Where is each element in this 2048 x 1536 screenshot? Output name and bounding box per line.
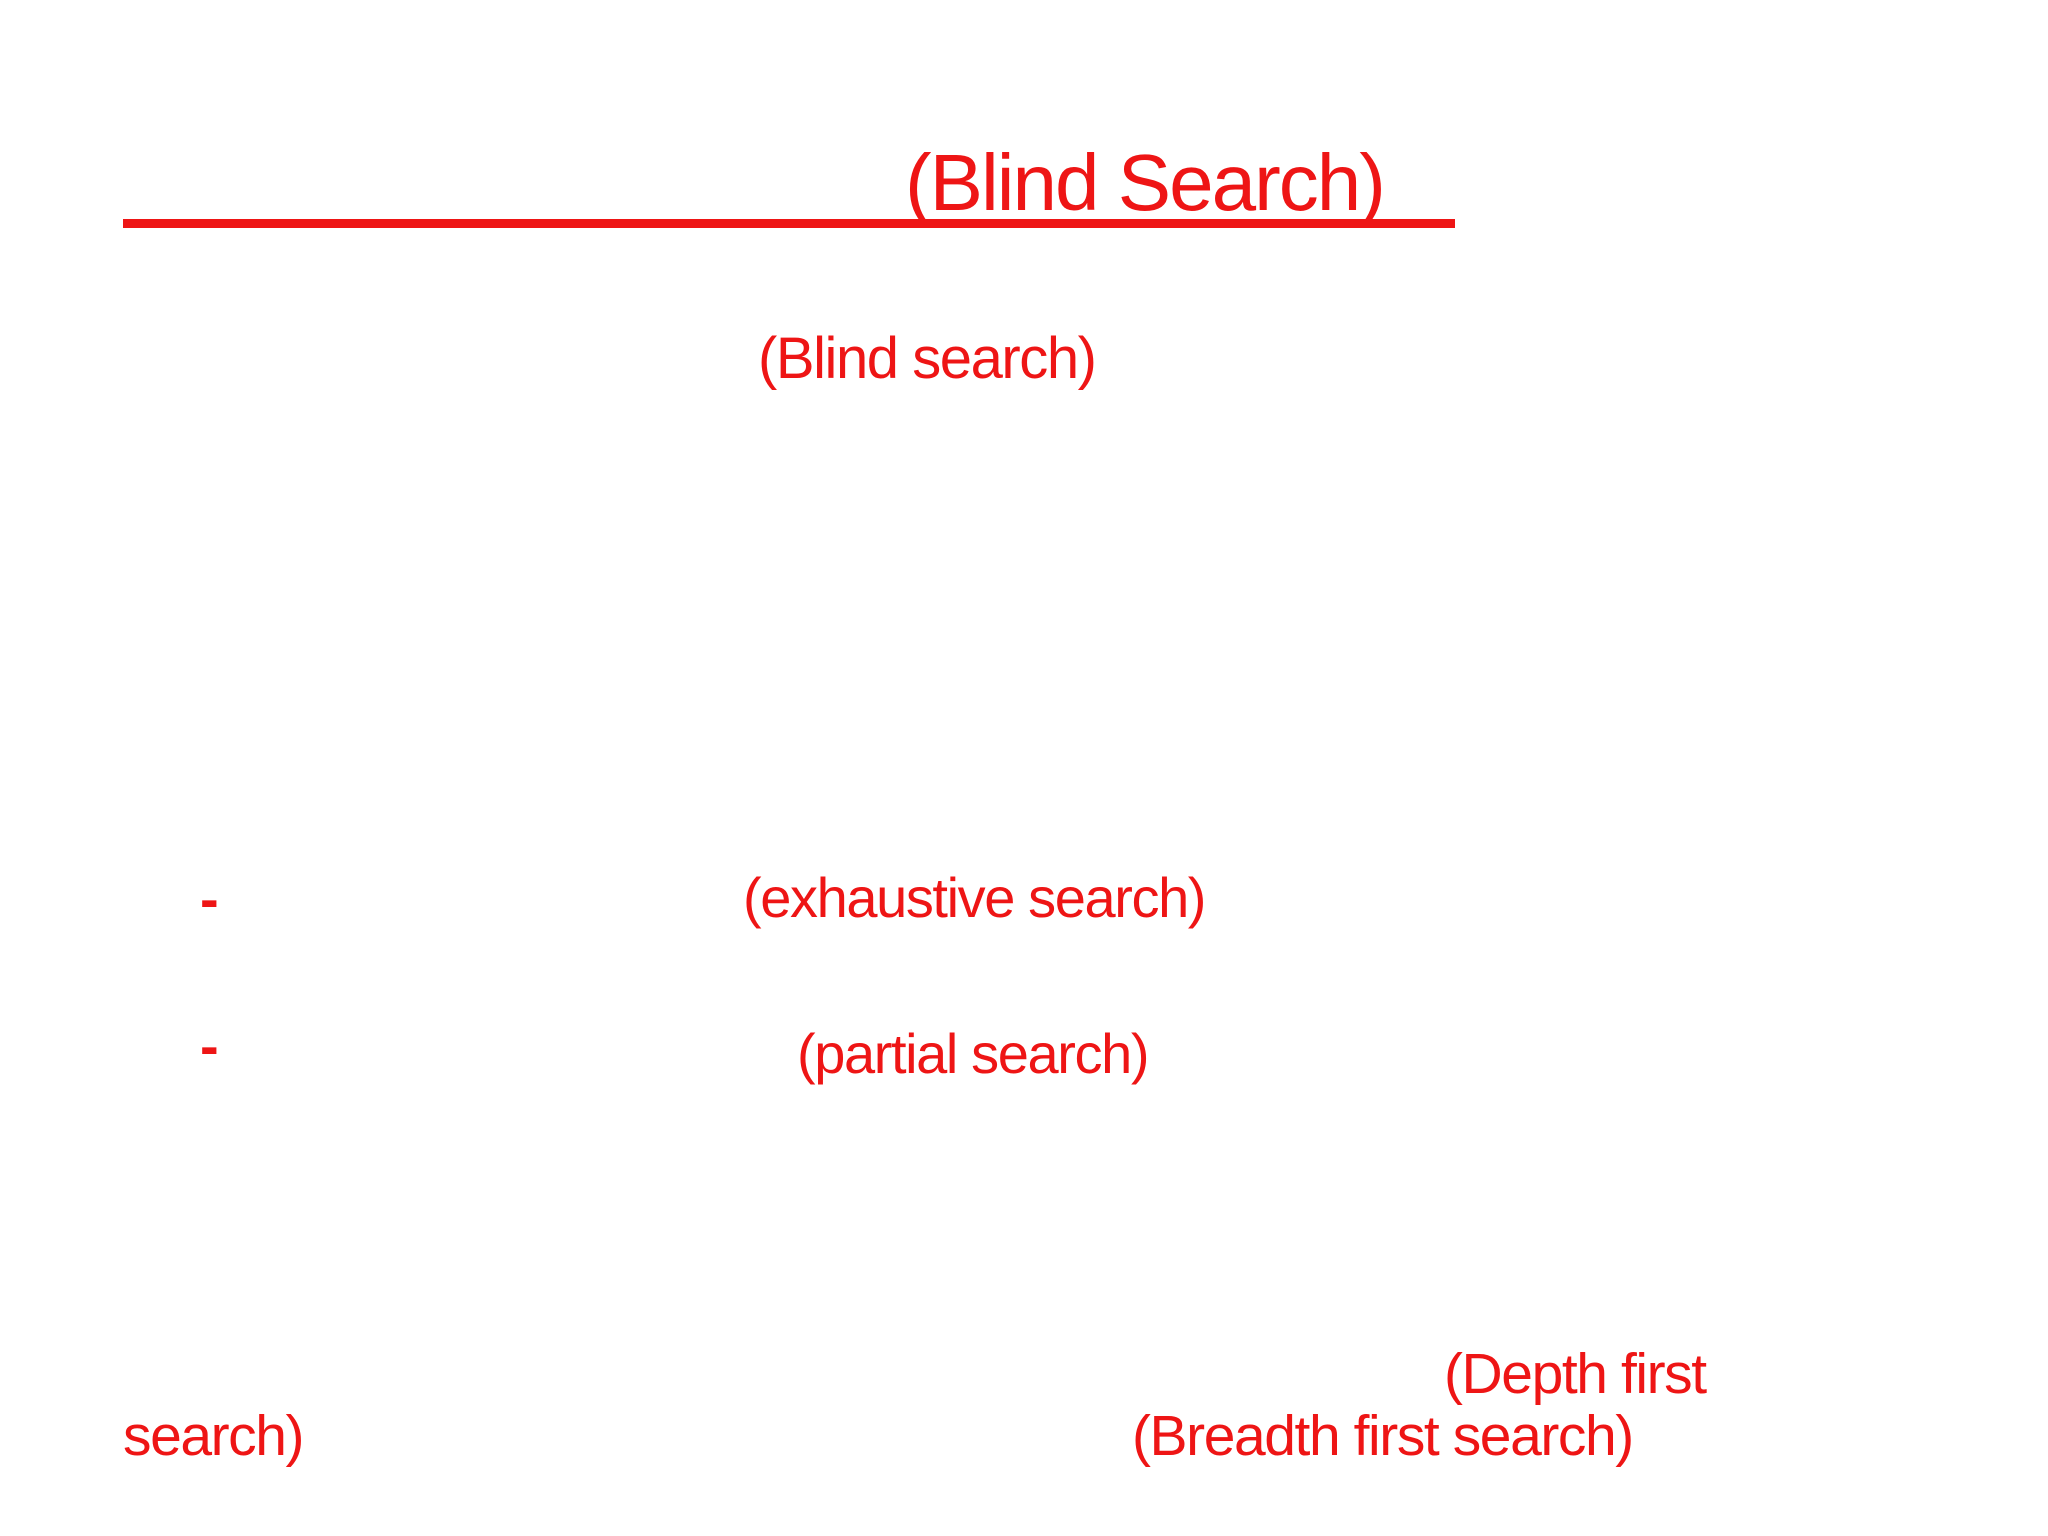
bullet-label-partial-search: (partial search) bbox=[797, 1022, 1149, 1085]
subtitle: (Blind search) bbox=[758, 326, 1097, 391]
bullet-marker: - bbox=[200, 1014, 219, 1077]
page-title: (Blind Search) bbox=[905, 138, 1386, 227]
bullet-marker: - bbox=[200, 867, 219, 930]
title-underline bbox=[123, 219, 1455, 228]
bullet-label-exhaustive-search: (exhaustive search) bbox=[743, 866, 1206, 929]
footer-breadth-first-fragment: (Breadth first search) bbox=[1132, 1404, 1634, 1468]
footer-wrapped-search-fragment: search) bbox=[123, 1404, 305, 1468]
footer-depth-first-fragment: (Depth first bbox=[1444, 1342, 1707, 1406]
